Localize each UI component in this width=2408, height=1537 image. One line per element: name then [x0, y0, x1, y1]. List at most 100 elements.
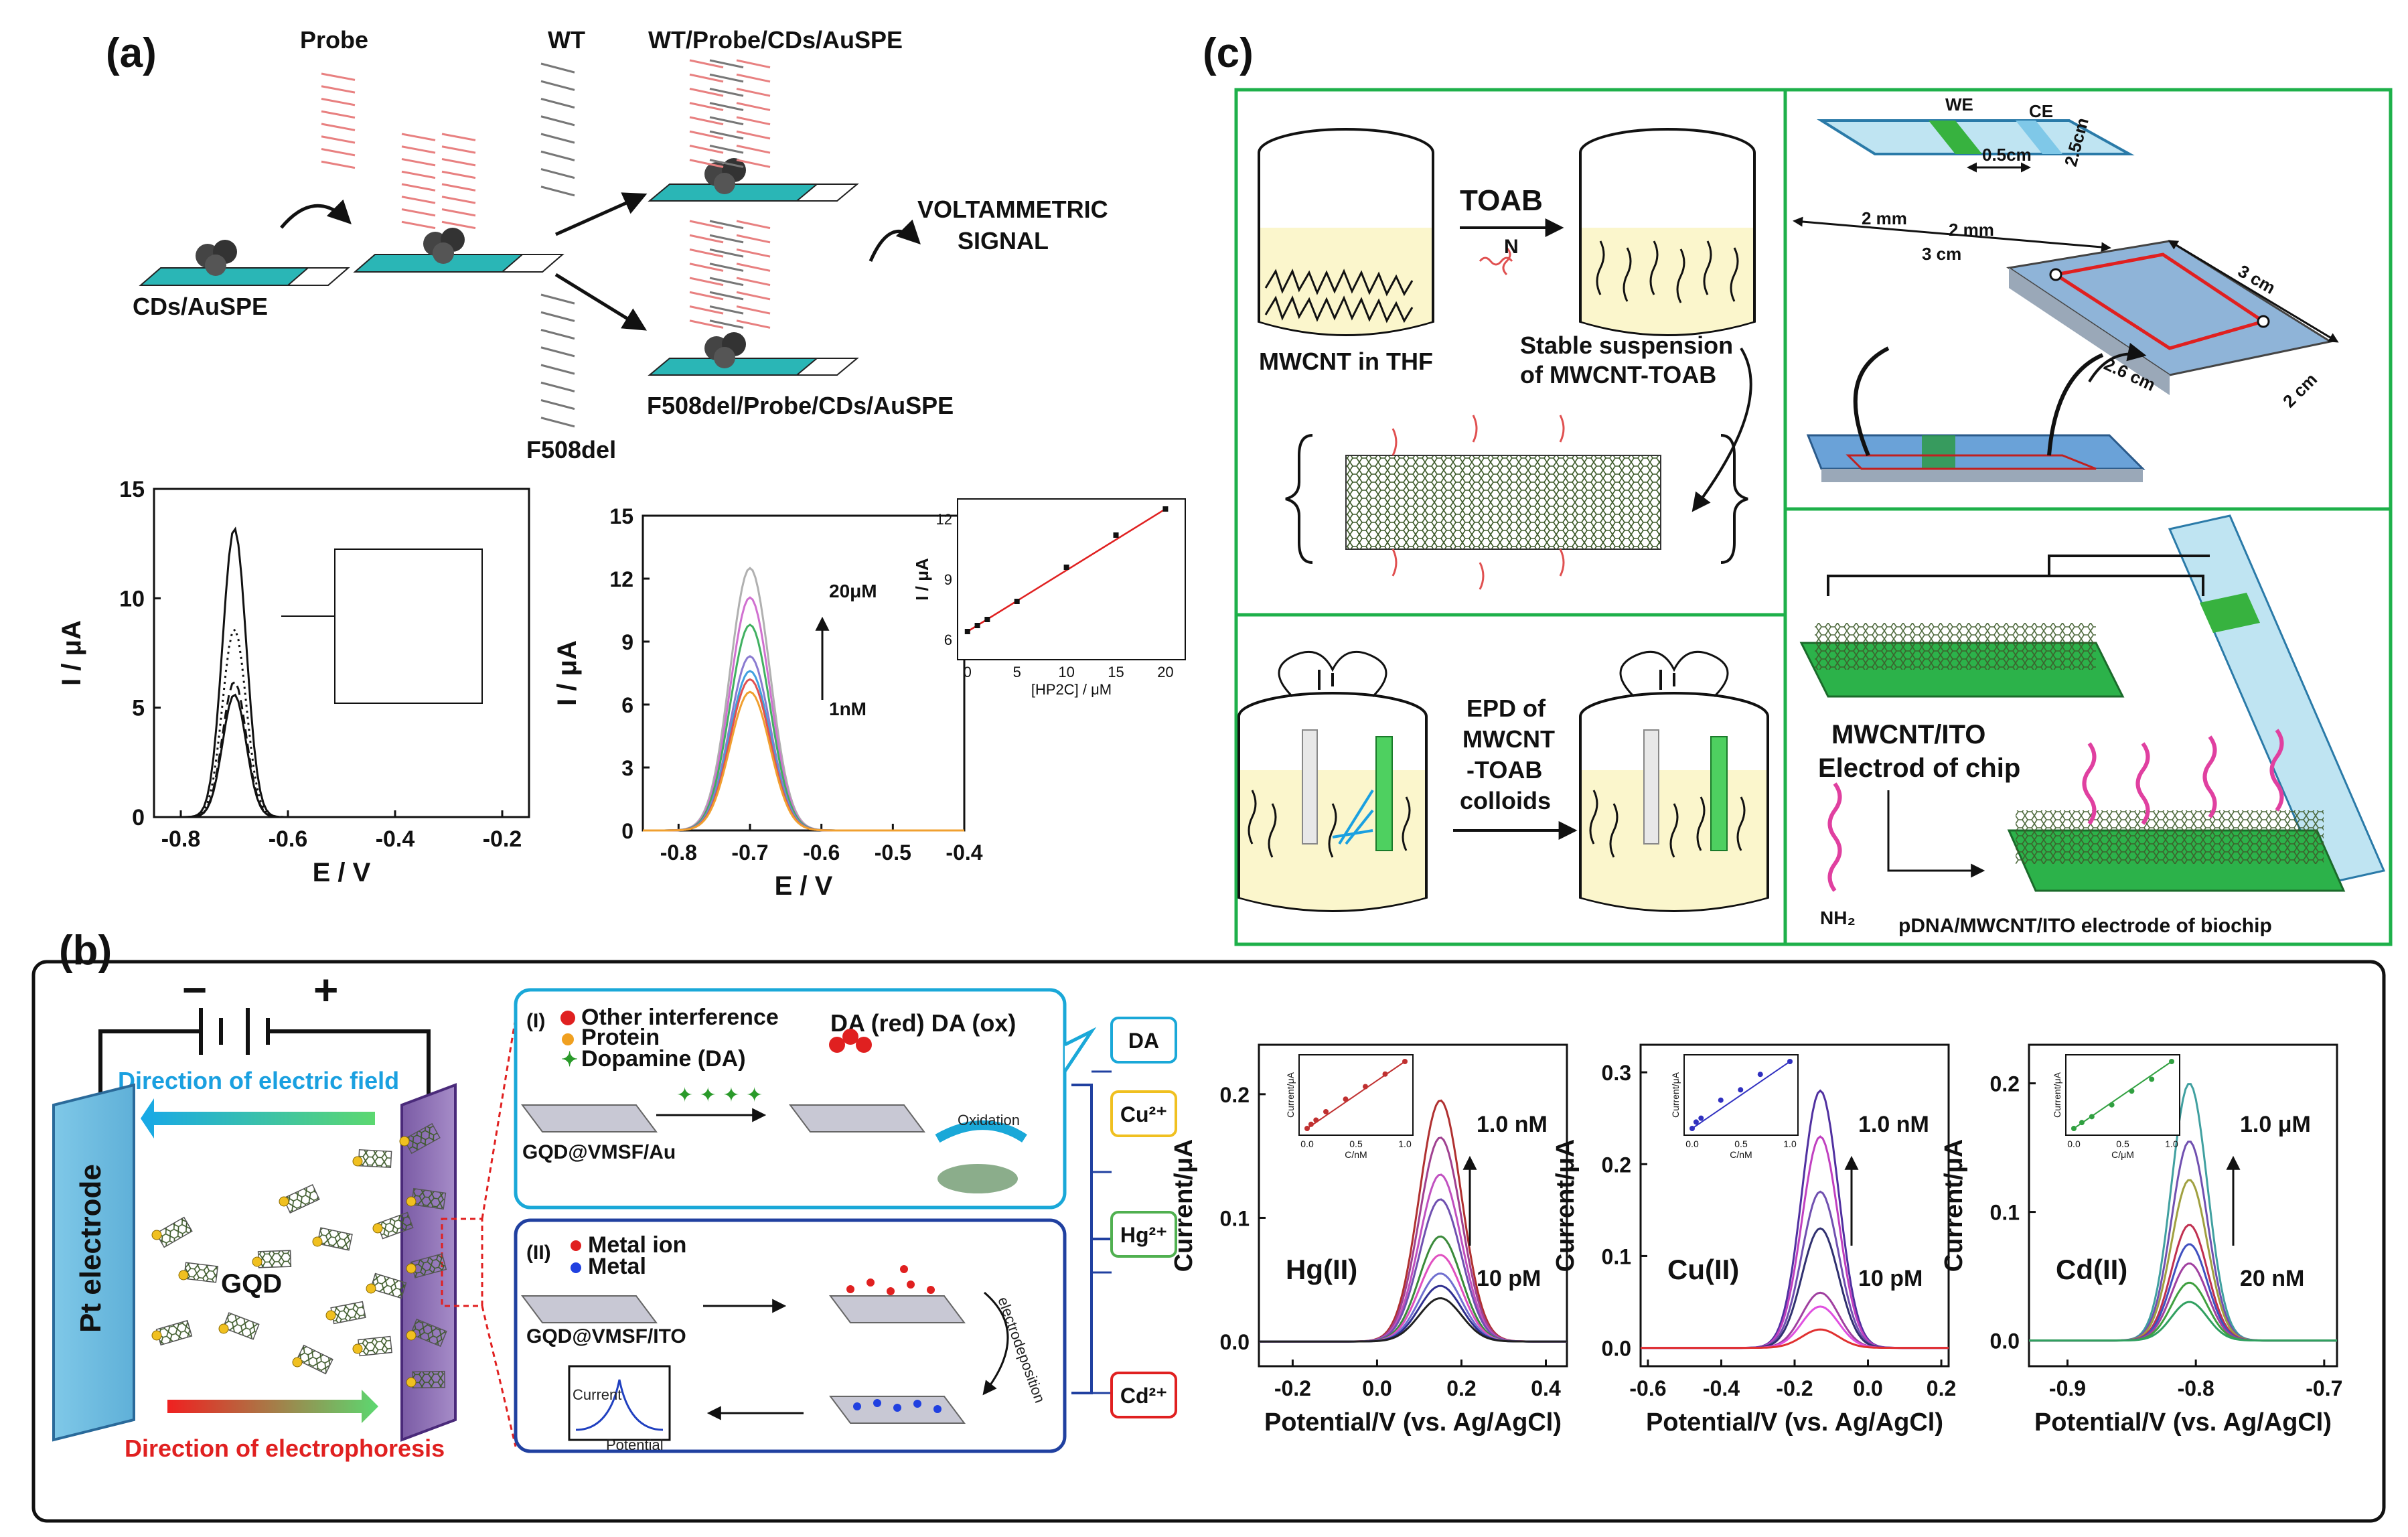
- other-interference-label: Other interference: [581, 1005, 779, 1030]
- inset-y-tick: 6: [944, 632, 952, 648]
- inset-point: [1698, 1115, 1704, 1121]
- inset-point: [2129, 1088, 2135, 1094]
- panel-c: (c) TOAB N MWCNT in THF Stable suspensio…: [1203, 30, 2393, 946]
- y-tick-label: 0.1: [1220, 1206, 1250, 1230]
- dopamine-label: Dopamine (DA): [581, 1046, 746, 1072]
- wt-complex-label: WT/Probe/CDs/AuSPE: [648, 26, 903, 54]
- y-axis-label: I / μA: [57, 620, 86, 686]
- box-dopamine: [514, 988, 1067, 1210]
- inset-fit-line: [1691, 1061, 1791, 1129]
- y-tick-label: 0: [132, 805, 145, 830]
- epd-label-2: MWCNT: [1462, 725, 1555, 753]
- series-line-5: [643, 678, 964, 832]
- inset-point: [1693, 1119, 1699, 1125]
- field-label: Direction of electric field: [118, 1067, 399, 1094]
- chart-title: Cd(II): [2056, 1254, 2127, 1285]
- arrow-f508: [554, 273, 647, 331]
- y-tick-label: 0.2: [1602, 1153, 1631, 1177]
- stable-label: Stable suspension: [1520, 332, 1733, 359]
- plot-frame: [2028, 1043, 2338, 1368]
- inset-x-tick: 0.5: [1734, 1139, 1748, 1149]
- inset-fit-line: [967, 508, 1167, 633]
- inset-point: [2109, 1102, 2115, 1108]
- f508-complex-helix-red-2: [736, 220, 771, 329]
- f508-complex-helix-red: [689, 220, 724, 329]
- x-axis-label: E / V: [313, 858, 371, 887]
- we-label: WE: [1945, 94, 1973, 115]
- annotation-high: 20μM: [829, 581, 877, 601]
- series-line-7: [2029, 1301, 2337, 1342]
- x-axis-label: Potential/V (vs. Ag/AgCl): [1264, 1408, 1562, 1437]
- ce-label: CE: [2029, 101, 2053, 121]
- metal-ion-label: Metal ion: [588, 1232, 686, 1258]
- wt-electrode: [648, 158, 859, 202]
- x-axis-label: E / V: [775, 871, 833, 901]
- gqd-charge: [252, 1256, 262, 1267]
- gqd-charge: [406, 1377, 417, 1388]
- inset-x-tick: 1.0: [1783, 1139, 1797, 1149]
- gqd-charge: [406, 1263, 417, 1274]
- inset-point: [1308, 1121, 1314, 1127]
- f508-complex-label: F508del/Probe/CDs/AuSPE: [647, 392, 954, 419]
- x-axis-label: Potential/V (vs. Ag/AgCl): [1646, 1408, 1943, 1437]
- inset-point: [1382, 1071, 1388, 1077]
- x-tick-label: -0.4: [376, 826, 415, 852]
- inset-point: [1313, 1117, 1319, 1123]
- gqd-flake: [183, 1262, 219, 1283]
- x-tick-label: -0.6: [1629, 1376, 1666, 1400]
- gqd-charge: [292, 1357, 303, 1368]
- series-line-1: [154, 628, 529, 818]
- inset-x-label: C/μM: [2111, 1149, 2134, 1160]
- gqd-flake: [155, 1216, 193, 1248]
- inset-x-tick: 0.0: [1300, 1139, 1314, 1149]
- inset-point: [1323, 1109, 1329, 1114]
- signal-label-1: VOLTAMMETRIC: [917, 196, 1108, 223]
- wt-complex-helix-gray: [709, 59, 744, 168]
- cds-electrode: [139, 240, 350, 286]
- mwcnt-thf-label: MWCNT in THF: [1259, 348, 1433, 375]
- inset-frame: [957, 498, 1186, 660]
- inset-y-tick: 12: [936, 511, 952, 528]
- inset-point: [964, 629, 970, 634]
- dim-3cm-a-label: 3 cm: [1922, 244, 1961, 264]
- pt-electrode: [52, 1083, 135, 1442]
- gqd-charge: [372, 1223, 383, 1234]
- y-tick-label: 0: [621, 819, 633, 843]
- series-line-0: [154, 526, 529, 818]
- x-tick-label: 0.4: [1531, 1376, 1561, 1400]
- gqd-flake: [155, 1319, 193, 1346]
- gqd-flake: [222, 1312, 260, 1340]
- inset-point: [1014, 599, 1020, 604]
- gqd-charge: [352, 1343, 363, 1354]
- analyte-label-0: DA: [1128, 1029, 1159, 1053]
- panel-a: (a) Probe WT WT/Probe/CDs/AuSPE VOLTAMME…: [106, 26, 1108, 463]
- box2-title: (II): [526, 1242, 551, 1264]
- epd-label-4: colloids: [1460, 787, 1551, 814]
- y-tick-label: 12: [609, 567, 633, 591]
- series-line-1: [643, 596, 964, 832]
- y-tick-label: 5: [132, 696, 145, 721]
- wt-label: WT: [548, 26, 585, 54]
- toab-label: TOAB: [1460, 184, 1543, 217]
- ito-label-1: MWCNT/ITO: [1831, 720, 1985, 749]
- y-tick-label: 0.1: [1602, 1244, 1631, 1268]
- electrophoresis-arrow: [167, 1390, 378, 1423]
- arrow-probe: [280, 199, 352, 229]
- series-line-4: [643, 670, 964, 832]
- analyte-box-1: [1110, 1090, 1177, 1137]
- y-axis-label: Current/μA: [1940, 1139, 1968, 1272]
- inset-point: [1757, 1072, 1763, 1078]
- inset-x-label: C/nM: [1730, 1149, 1752, 1160]
- gqd-flake: [283, 1183, 320, 1214]
- series-line-8: [1259, 1297, 1567, 1343]
- inset-point: [2079, 1120, 2085, 1126]
- gqd-charge: [325, 1310, 336, 1321]
- battery-icon: − +: [98, 966, 431, 1098]
- probe-helix-bound-1: [401, 133, 436, 230]
- y-tick-label: 0.0: [1220, 1330, 1250, 1354]
- probe-helix-bound-2: [441, 133, 476, 230]
- inset-x-label: [HP2C] / μM: [1031, 681, 1112, 698]
